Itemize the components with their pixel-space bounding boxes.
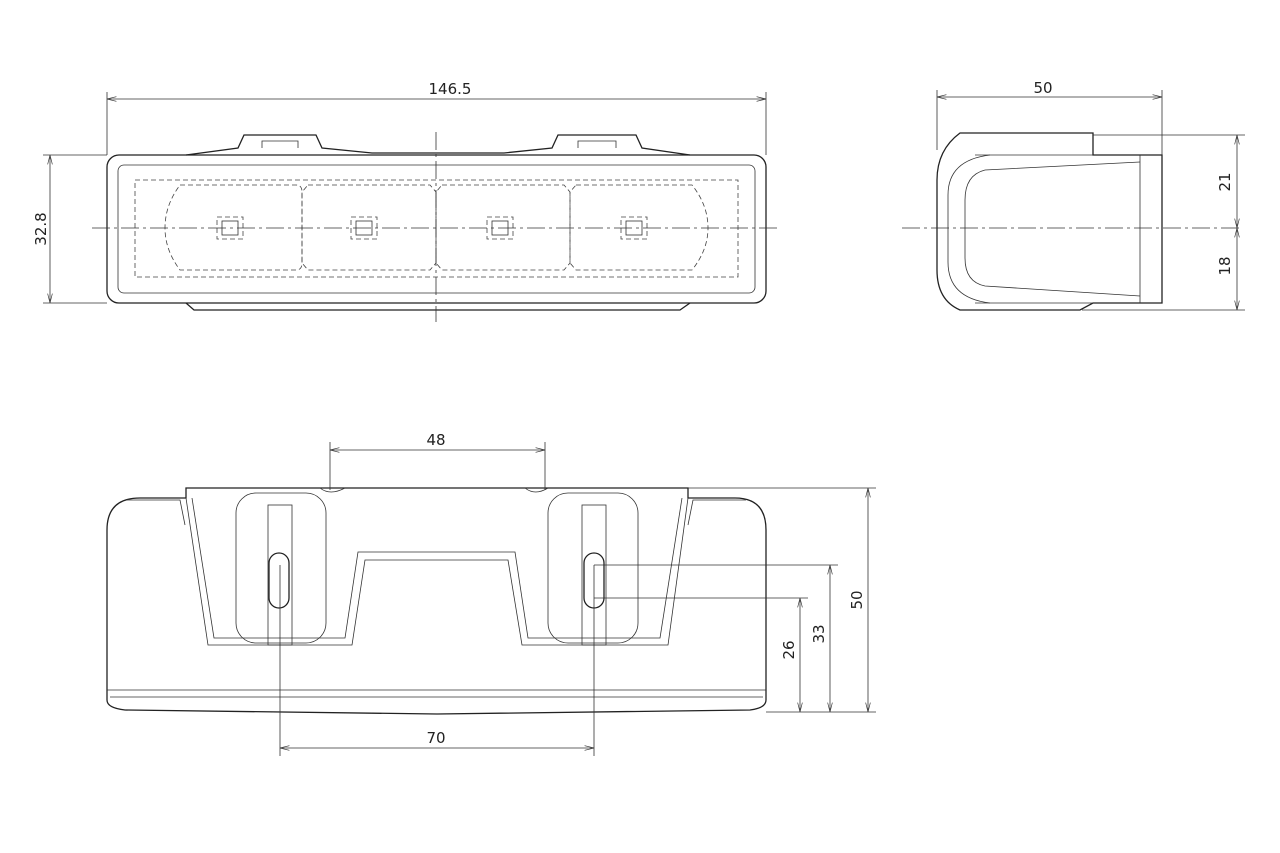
front-view: 146.5 32.8 bbox=[32, 80, 780, 322]
side-lower-dim: 18 bbox=[1216, 256, 1234, 275]
bottom-view: 48 70 50 33 26 bbox=[106, 431, 876, 756]
side-upper-dim: 21 bbox=[1216, 172, 1234, 191]
slot-upper-dim: 33 bbox=[810, 624, 828, 643]
front-height-dim: 32.8 bbox=[32, 212, 50, 245]
side-view: 50 21 18 bbox=[902, 79, 1245, 311]
slot-lower-dim: 26 bbox=[780, 640, 798, 659]
side-depth-dim: 50 bbox=[1033, 79, 1052, 97]
bottom-spacing-dim: 70 bbox=[426, 729, 445, 747]
bottom-top-spacing-dim: 48 bbox=[426, 431, 445, 449]
front-width-dim: 146.5 bbox=[429, 80, 472, 98]
bottom-height-dim: 50 bbox=[848, 590, 866, 609]
mounting-slot bbox=[268, 552, 290, 609]
